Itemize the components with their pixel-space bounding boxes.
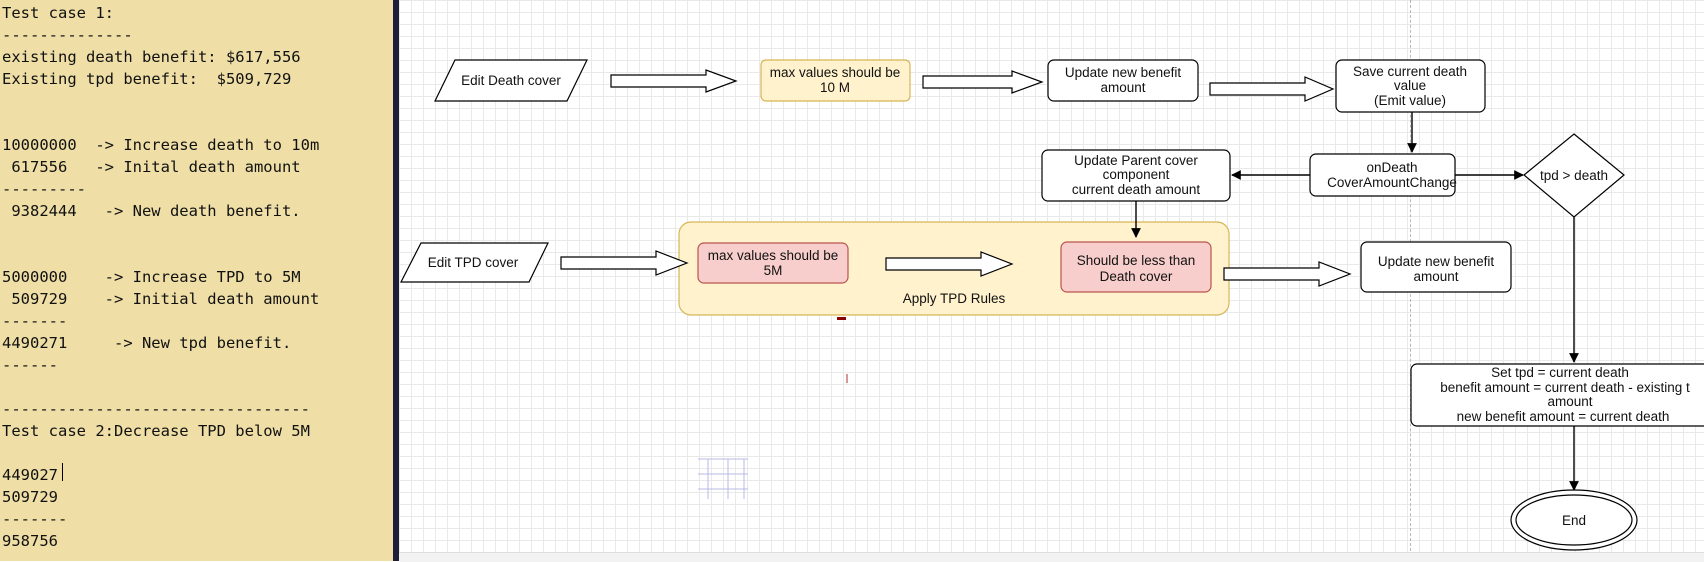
node-edit-tpd-cover[interactable]: Edit TPD cover — [400, 242, 549, 283]
ondeath-line-2: CoverAmountChange — [1327, 175, 1457, 190]
set-tpd-line-4: new benefit amount = current death — [1457, 409, 1670, 424]
max-tpd-line-1: max values should be — [708, 248, 839, 263]
node-edit-death-cover[interactable]: Edit Death cover — [434, 59, 588, 102]
node-update-parent[interactable]: Update Parent cover component current de… — [1041, 149, 1231, 202]
max-death-line-2: 10 M — [820, 80, 850, 95]
set-tpd-line-2: benefit amount = current death - existin… — [1440, 380, 1690, 395]
block-arrow-6 — [1223, 261, 1352, 287]
node-less-than-death[interactable]: Should be less than Death cover — [1060, 241, 1212, 293]
block-arrow-3 — [1209, 76, 1335, 102]
selection-grid-icon — [698, 458, 748, 499]
canvas-scrollbar[interactable] — [399, 552, 1704, 562]
update-parent-line-2: component — [1103, 167, 1170, 182]
update-parent-line-1: Update Parent cover — [1074, 153, 1198, 168]
save-death-line-1: Save current death — [1353, 64, 1467, 79]
less-than-death-line-2: Death cover — [1100, 269, 1173, 284]
update-new-benefit-2-line-2: amount — [1413, 269, 1458, 284]
set-tpd-line-3: amount — [1547, 394, 1592, 409]
edit-tpd-cover-label: Edit TPD cover — [428, 255, 519, 270]
max-death-line-1: max values should be — [770, 65, 901, 80]
block-arrow-5 — [885, 251, 1014, 277]
save-death-line-3: (Emit value) — [1374, 93, 1446, 108]
node-max-death[interactable]: max values should be 10 M — [760, 59, 911, 102]
ondeath-line-1: onDeath — [1366, 160, 1417, 175]
update-parent-line-3: current death amount — [1072, 182, 1201, 197]
node-max-tpd[interactable]: max values should be 5M — [697, 242, 849, 284]
text-caret — [62, 463, 63, 481]
notepad-pane[interactable]: Test case 1: -------------- existing dea… — [0, 0, 393, 561]
node-update-new-benefit-2[interactable]: Update new benefit amount — [1360, 241, 1512, 293]
save-death-line-2: value — [1394, 78, 1426, 93]
red-marker-artifact — [837, 317, 846, 320]
edit-death-cover-label: Edit Death cover — [461, 73, 561, 88]
pane-splitter[interactable] — [393, 0, 399, 561]
node-tpd-gt-death[interactable]: tpd > death — [1523, 133, 1625, 218]
node-ondeath-change[interactable]: onDeath CoverAmountChange — [1309, 153, 1457, 197]
node-update-new-benefit-1[interactable]: Update new benefit amount — [1047, 59, 1199, 102]
update-new-benefit-1-line-2: amount — [1100, 80, 1145, 95]
notepad-text[interactable]: Test case 1: -------------- existing dea… — [2, 4, 320, 550]
set-tpd-line-1: Set tpd = current death — [1491, 365, 1629, 380]
node-set-tpd[interactable]: Set tpd = current death benefit amount =… — [1410, 363, 1704, 427]
block-arrow-4 — [560, 250, 689, 276]
less-than-death-line-1: Should be less than — [1077, 253, 1196, 268]
node-end[interactable]: End — [1510, 489, 1638, 551]
tpd-gt-death-label: tpd > death — [1540, 168, 1608, 183]
node-save-current-death[interactable]: Save current death value (Emit value) — [1335, 59, 1486, 113]
block-arrow-1 — [610, 69, 738, 93]
update-new-benefit-2-line-1: Update new benefit — [1378, 254, 1495, 269]
max-tpd-line-2: 5M — [764, 263, 783, 278]
update-new-benefit-1-line-1: Update new benefit — [1065, 65, 1182, 80]
block-arrow-2 — [922, 70, 1044, 94]
end-label: End — [1562, 513, 1586, 528]
apply-tpd-rules-label: Apply TPD Rules — [903, 291, 1006, 306]
